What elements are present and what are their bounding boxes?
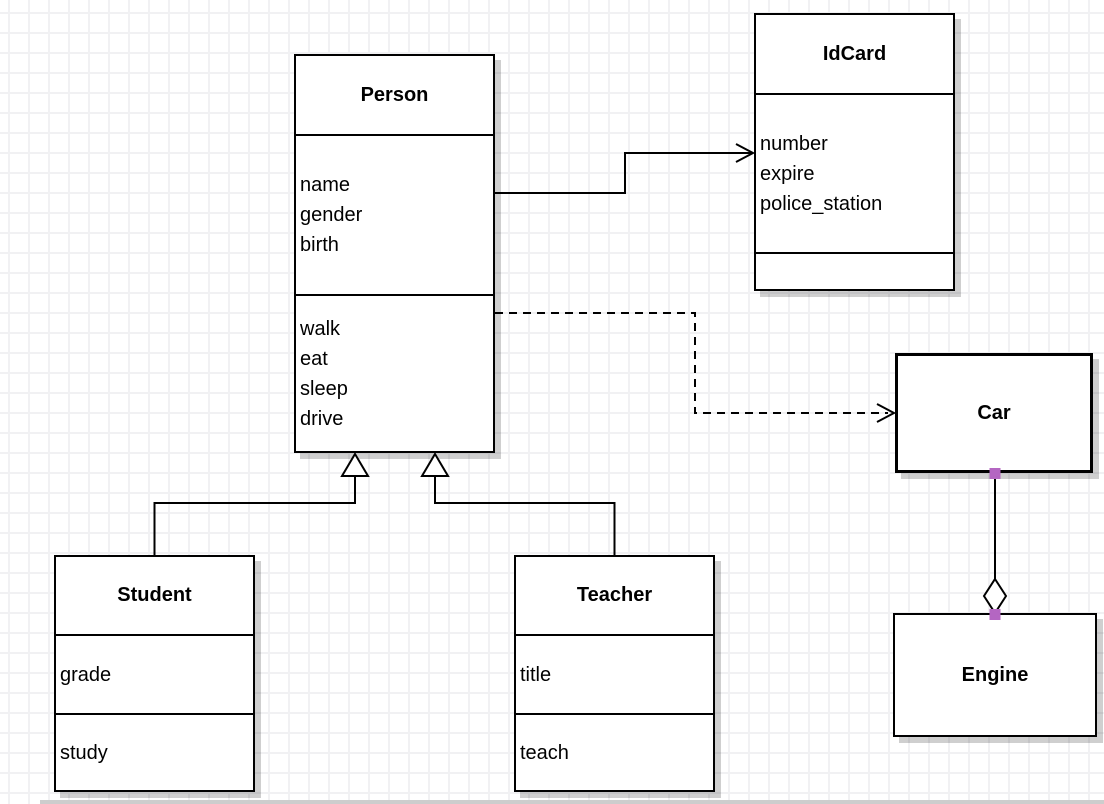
class-title: Student: [117, 584, 192, 606]
connector-dependency-person-car[interactable]: [495, 312, 897, 423]
person-methods: walk eat sleep drive: [296, 294, 493, 451]
class-title: IdCard: [822, 42, 887, 65]
class-box-idcard[interactable]: IdCard number expire police_station: [754, 13, 955, 291]
hollow-diamond-icon: [982, 577, 1008, 615]
teacher-methods: teach: [516, 713, 713, 790]
class-box-person[interactable]: Person name gender birth walk eat sleep …: [294, 54, 495, 453]
connector-aggregation-car-engine[interactable]: [982, 468, 1008, 620]
connector-generalization-teacher-person[interactable]: [420, 452, 616, 555]
student-attributes: grade: [56, 634, 253, 713]
class-title: Car: [977, 401, 1011, 424]
class-title: Engine: [961, 663, 1029, 686]
hollow-triangle-icon: [340, 452, 370, 477]
class-box-student[interactable]: Student grade study: [54, 555, 255, 792]
idcard-attributes: number expire police_station: [756, 93, 953, 252]
connector-endpoint-handle[interactable]: [989, 468, 1001, 479]
connector-association-person-idcard[interactable]: [495, 143, 756, 194]
idcard-methods-empty: [756, 252, 953, 289]
connector-endpoint-handle[interactable]: [989, 609, 1001, 620]
class-box-engine[interactable]: Engine: [893, 613, 1097, 737]
connector-generalization-student-person[interactable]: [153, 452, 370, 555]
class-title: Person: [360, 83, 429, 106]
teacher-attributes: title: [516, 634, 713, 713]
class-title: Teacher: [576, 584, 653, 606]
class-box-teacher[interactable]: Teacher title teach: [514, 555, 715, 792]
open-arrowhead-icon: [876, 403, 897, 423]
open-arrowhead-icon: [735, 143, 756, 163]
canvas-bottom-edge: [40, 800, 1104, 804]
hollow-triangle-icon: [420, 452, 450, 477]
person-attributes: name gender birth: [296, 134, 493, 294]
student-methods: study: [56, 713, 253, 790]
